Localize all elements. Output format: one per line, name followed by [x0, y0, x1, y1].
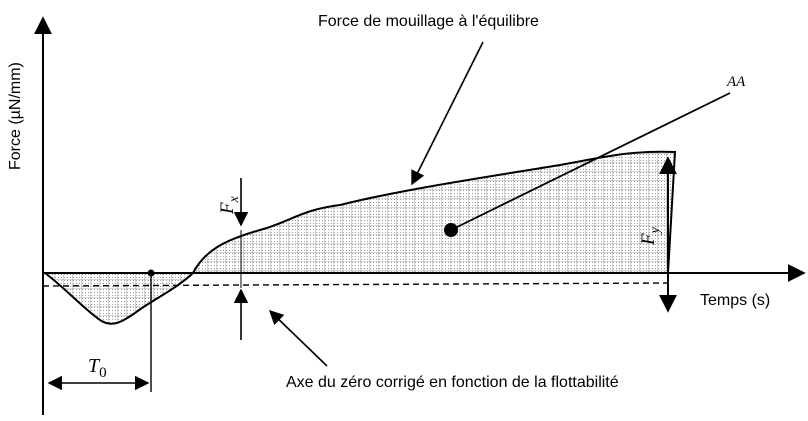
- corrected-zero-arrow: [268, 310, 328, 367]
- area-aa-leader: [450, 92, 731, 231]
- x-axis-label: Temps (s): [700, 292, 770, 309]
- corrected-zero-label: Axe du zéro corrigé en fonction de la fl…: [286, 374, 619, 391]
- area-aa-label: AA: [726, 74, 746, 90]
- area-aa-grid: [193, 151, 675, 273]
- negative-force-grid: [45, 273, 193, 324]
- fx-label: Fx: [217, 195, 242, 215]
- corrected-zero-line: [42, 282, 669, 287]
- equilibrium-label: Force de mouillage à l'équilibre: [318, 13, 539, 30]
- t0-label: T0: [88, 355, 107, 381]
- y-axis-label: Force (µN/mm): [7, 62, 24, 170]
- force-curve: [44, 150, 677, 325]
- equilibrium-arrow: [411, 41, 484, 186]
- fy-label: Fy: [638, 226, 663, 246]
